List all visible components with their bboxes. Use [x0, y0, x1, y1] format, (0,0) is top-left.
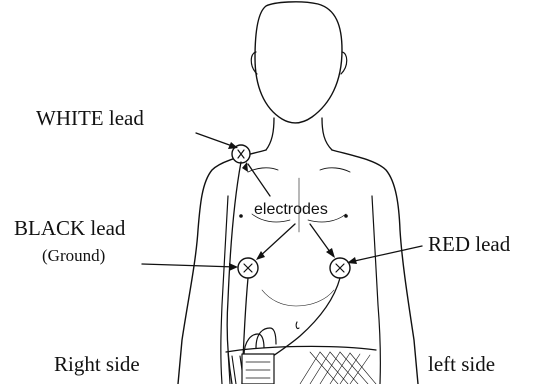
- pointer-red-lead: [350, 246, 422, 262]
- pants-crosshatch: [300, 352, 376, 384]
- neck-right: [266, 118, 274, 150]
- left-nipple: [344, 214, 348, 218]
- right-nipple: [239, 214, 243, 218]
- pointer-black-lead: [142, 264, 236, 267]
- pointer-electrode-black: [258, 224, 295, 258]
- arrowhead-red-lead: [347, 257, 357, 264]
- ground-label: (Ground): [42, 247, 105, 264]
- navel: [296, 322, 299, 329]
- right-side-label: Right side: [54, 354, 140, 375]
- torso-left-side: [372, 196, 380, 384]
- head-outline: [255, 2, 342, 123]
- neck-left: [322, 118, 332, 150]
- arrowhead-electrode-red: [326, 248, 335, 258]
- torso-right-side: [221, 196, 228, 384]
- electrodes-label: electrodes: [254, 202, 328, 218]
- electrode-red: [330, 258, 350, 278]
- white-lead-label: WHITE lead: [36, 108, 144, 129]
- electrode-black: [238, 258, 258, 278]
- red-lead-label: RED lead: [428, 234, 510, 255]
- abdomen-shading: [262, 290, 334, 306]
- clavicle-left: [320, 168, 350, 172]
- pointer-white-lead: [196, 133, 235, 147]
- waistband: [226, 346, 376, 352]
- lead-connector: [242, 328, 276, 384]
- wire-red: [262, 278, 340, 364]
- black-lead-label: BLACK lead: [14, 218, 125, 239]
- left-side-label: left side: [428, 354, 495, 375]
- arrowhead-black-lead: [229, 263, 238, 271]
